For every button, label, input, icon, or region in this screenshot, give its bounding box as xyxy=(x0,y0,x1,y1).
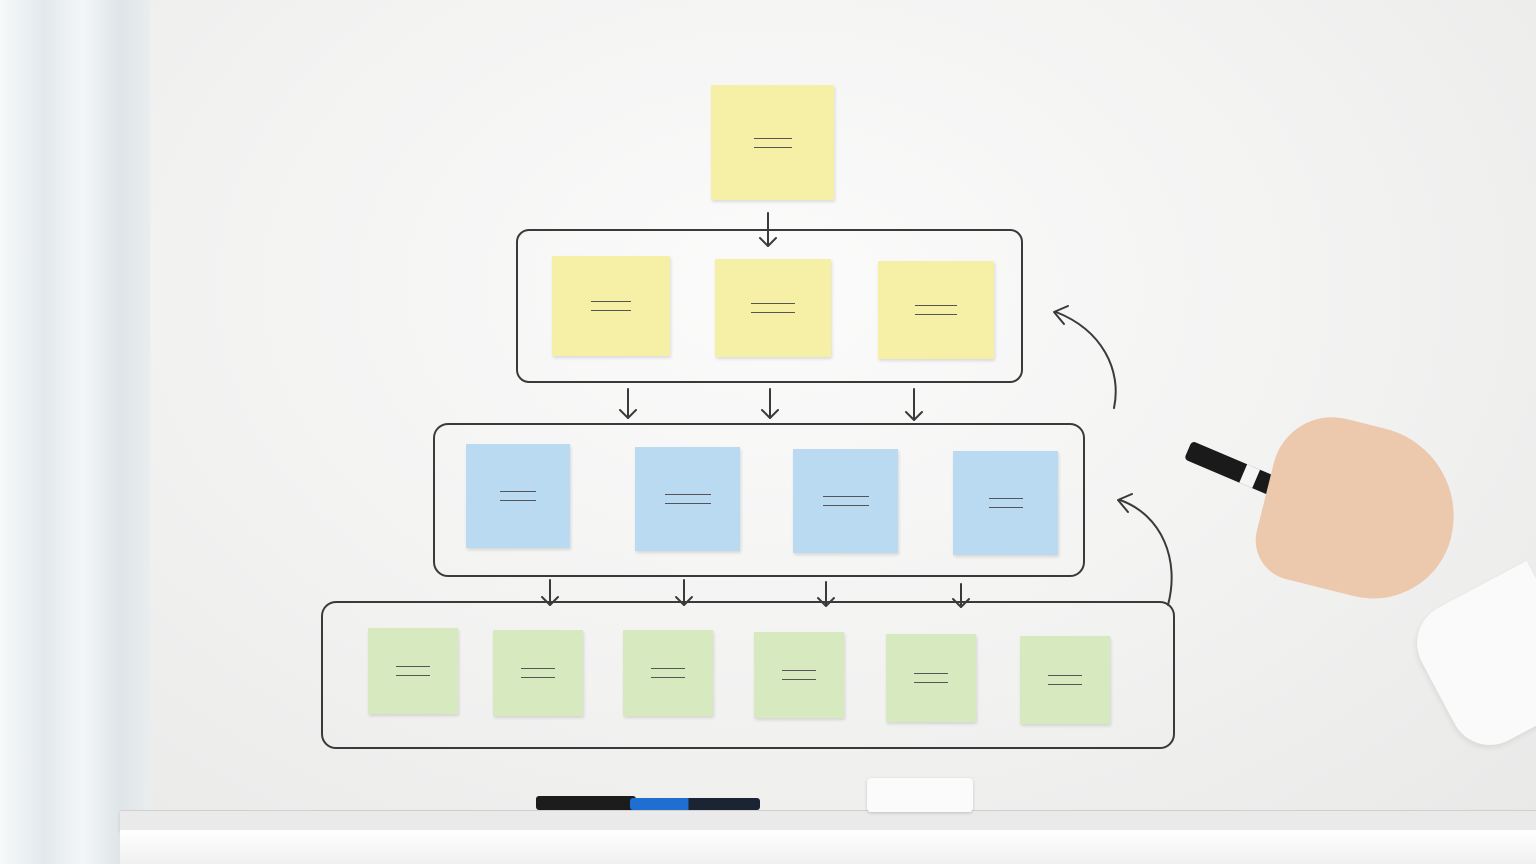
sticky-note-tier-4 xyxy=(493,630,583,716)
sticky-note-tier-4 xyxy=(623,630,713,716)
sticky-note-tier-4 xyxy=(754,632,844,718)
sticky-note-tier-2 xyxy=(878,261,994,359)
curved-arrow-icon xyxy=(1118,494,1172,605)
whiteboard-tray xyxy=(120,810,1536,831)
curved-arrow-icon xyxy=(1054,306,1116,408)
arrow-down-icon xyxy=(620,389,636,418)
sticky-note-tier-2 xyxy=(715,259,831,357)
marker-icon xyxy=(630,798,760,810)
sticky-note-tier-4 xyxy=(1020,636,1110,724)
arrow-down-icon xyxy=(953,584,969,607)
arrow-down-icon xyxy=(906,389,922,420)
marker-icon xyxy=(536,796,636,810)
tray-base xyxy=(120,830,1536,864)
sticky-note-tier-3 xyxy=(793,449,898,553)
sticky-note-tier-3 xyxy=(635,447,740,551)
arrow-down-icon xyxy=(762,389,778,418)
sticky-note-tier-3 xyxy=(466,444,570,548)
eraser-icon xyxy=(867,778,973,812)
sticky-note-tier-1 xyxy=(711,85,834,200)
sticky-note-tier-4 xyxy=(886,634,976,722)
sticky-note-tier-3 xyxy=(953,451,1058,555)
sticky-note-tier-4 xyxy=(368,628,458,714)
sticky-note-tier-2 xyxy=(552,256,670,356)
